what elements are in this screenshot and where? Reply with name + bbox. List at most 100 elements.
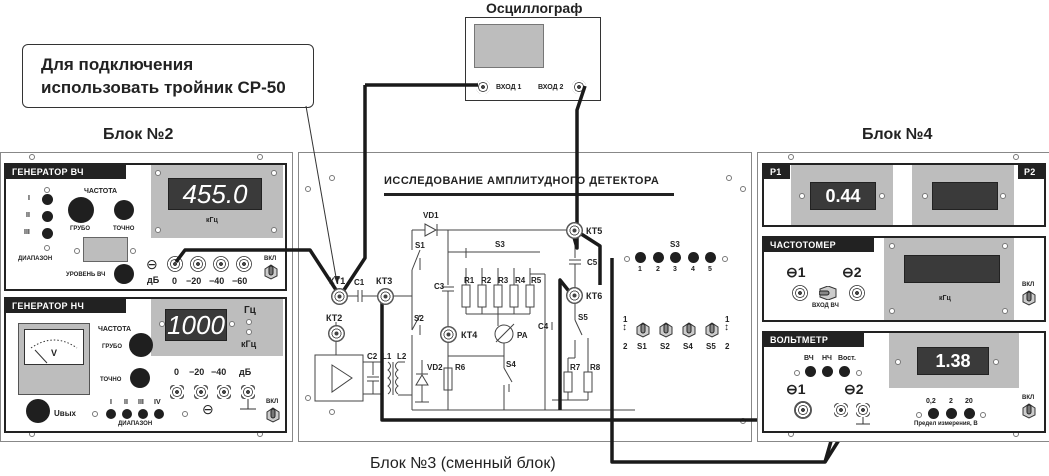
hf-output-jack-0[interactable] [167,256,183,272]
toggle-s4-label: S4 [683,342,693,351]
output-arrow-icon: ⊖ [146,256,158,272]
lf-output-jack-40[interactable] [217,385,231,399]
voltmeter-display: 1.38 [917,347,989,375]
r3-label: R3 [498,276,509,285]
test-point-kt6[interactable] [566,287,583,304]
updown-arrow-icon: ↕ [724,322,729,333]
frequency-input-2-jack[interactable] [849,285,865,301]
s3-button-1[interactable] [635,252,646,263]
frequency-meter-unit: кГц [939,295,951,302]
hf-power-toggle[interactable] [264,264,278,280]
voltmeter-mode-lf: НЧ [822,355,832,362]
test-point-kt2[interactable] [328,325,345,342]
s3-button-4[interactable] [688,252,699,263]
s3-position-5: 5 [708,266,712,273]
hf-range-button-1[interactable] [42,194,53,205]
toggle-s4[interactable] [682,322,696,338]
lf-display-area: 1000 Гц кГц [151,299,283,356]
p2-display [932,182,998,210]
toggle-s1[interactable] [636,322,650,338]
toggle-s2[interactable] [659,322,673,338]
lf-frequency-label: ЧАСТОТА [98,326,132,333]
voltmeter-mode-rest-button[interactable] [839,366,850,377]
hf-range-button-3[interactable] [42,228,53,239]
s1-label: S1 [415,241,425,250]
voltmeter-input-1-jack[interactable] [794,401,812,419]
hf-frequency-unit: кГц [206,217,218,224]
frequency-input-1-jack[interactable] [792,285,808,301]
lf-fine-knob[interactable] [130,368,150,388]
voltmeter-input-2-jack[interactable] [834,403,848,417]
hf-generator-panel: ГЕНЕРАТОР ВЧ 455.0 кГц I II III ДИАПАЗОН… [4,163,287,291]
oscilloscope-input-2-jack[interactable] [572,80,586,94]
meter-scale-icon [30,339,78,364]
r1-label: R1 [464,276,475,285]
s4-label: S4 [506,360,516,369]
oscilloscope-screen [474,24,544,68]
lf-output-jack-20[interactable] [194,385,208,399]
r2-label: R2 [481,276,492,285]
lf-range-mark-4: IV [154,399,161,406]
s3-button-2[interactable] [653,252,664,263]
block-2-title: Блок №2 [103,126,174,143]
test-point-kt1[interactable] [331,288,348,305]
lf-ground-jack[interactable] [241,385,255,399]
vd1-label: VD1 [423,211,439,220]
s3-button-5[interactable] [705,252,716,263]
voltmeter-range-2-button[interactable] [946,408,957,419]
hf-coarse-knob[interactable] [68,197,94,223]
power-meters-panel: P1 0.44 P2 [762,163,1046,227]
voltmeter-power-toggle[interactable] [1022,403,1036,419]
hf-range-mark-1: I [28,195,30,202]
test-point-kt3[interactable] [377,288,394,305]
hf-output-jack-20[interactable] [190,256,206,272]
ground-icon [856,417,870,425]
voltmeter-range-20-button[interactable] [964,408,975,419]
s3-button-3[interactable] [670,252,681,263]
lf-coarse-knob[interactable] [129,333,153,357]
ground-icon [240,399,256,410]
frequency-meter-power-toggle[interactable] [1022,290,1036,306]
frequency-input-selector[interactable] [819,286,837,300]
oscilloscope-input-1-jack[interactable] [476,80,490,94]
voltmeter-mode-lf-button[interactable] [822,366,833,377]
lf-range-button-1[interactable] [106,409,116,419]
lf-output-label: Uвых [54,409,76,418]
oscilloscope: ВХОД 1 ВХОД 2 [465,17,601,101]
lf-range-button-2[interactable] [122,409,132,419]
frequency-meter-display [904,255,1000,283]
lf-output-knob[interactable] [26,399,50,423]
hf-range-label: ДИАПАЗОН [18,256,53,262]
lf-db-label: дБ [239,367,252,377]
toggle-s2-label: S2 [660,342,670,351]
title-underline [384,193,674,196]
voltmeter-ground-jack[interactable] [856,403,870,417]
hf-output-jack-60[interactable] [236,256,252,272]
lf-power-toggle[interactable] [266,407,280,423]
hf-generator-header: ГЕНЕРАТОР ВЧ [6,165,126,179]
lf-power-label: ВКЛ [266,399,279,405]
hf-coarse-label: ГРУБО [70,226,91,232]
hf-fine-knob[interactable] [114,200,134,220]
voltmeter-header: ВОЛЬТМЕТР [764,333,864,347]
hf-level-knob[interactable] [114,264,134,284]
voltmeter-mode-hf-button[interactable] [805,366,816,377]
input-2-icon: ⊖2 [844,381,864,397]
toggle-mark-bottom-right: 2 [725,342,730,351]
lf-generator-panel: ГЕНЕРАТОР НЧ 1000 Гц кГц V ЧАСТОТА ГРУБО… [4,297,287,433]
lf-output-jack-0[interactable] [170,385,184,399]
test-point-kt4-label: КТ4 [461,330,478,340]
voltmeter-range-2: 2 [949,398,953,405]
toggle-s5[interactable] [705,322,719,338]
lf-unit-khz: кГц [241,339,257,349]
hf-range-button-2[interactable] [42,211,53,222]
test-point-kt5[interactable] [566,222,583,239]
hf-output-jack-40[interactable] [213,256,229,272]
test-point-kt5-label: КТ5 [586,226,603,236]
voltmeter-range-0-2-button[interactable] [928,408,939,419]
test-point-kt4[interactable] [440,326,457,343]
toggle-mark-bottom-left: 2 [623,342,628,351]
lf-range-button-4[interactable] [154,409,164,419]
updown-arrow-icon: ↕ [622,322,627,333]
lf-range-button-3[interactable] [138,409,148,419]
